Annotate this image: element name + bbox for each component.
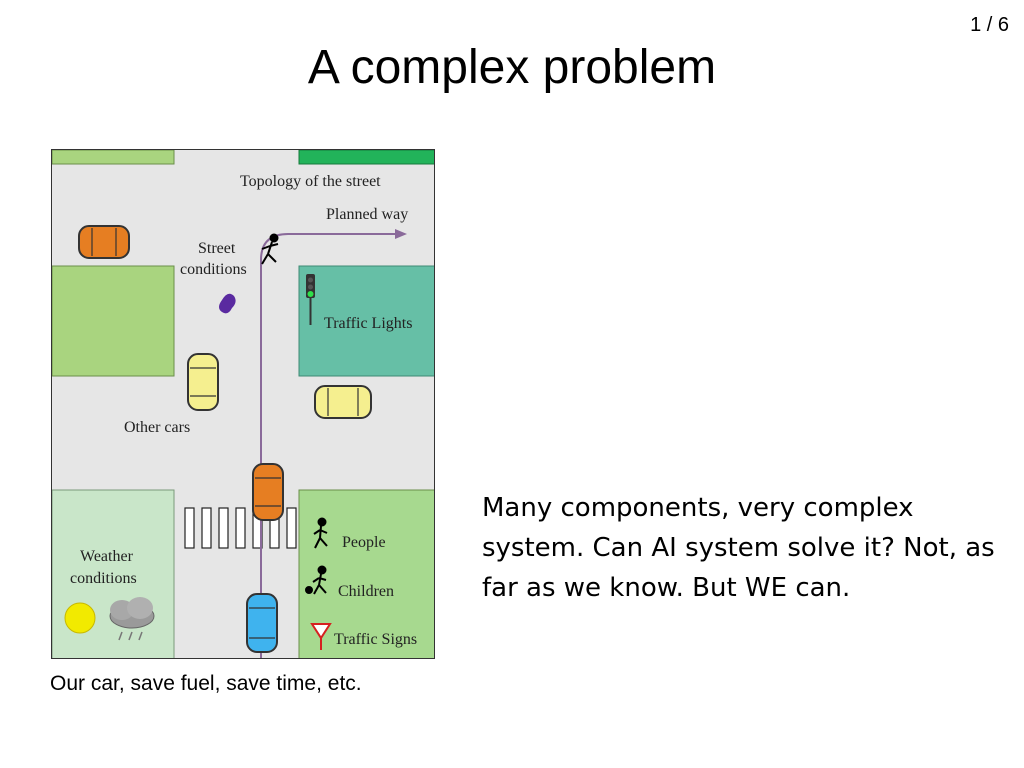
traffic-sign-icon <box>310 623 332 650</box>
sun-icon <box>64 602 96 634</box>
traffic-scene-figure: Topology of the street Planned way Stree… <box>51 149 435 659</box>
planned-path-line <box>260 233 402 658</box>
label-traffic-signs: Traffic Signs <box>334 631 417 648</box>
label-other-cars: Other cars <box>124 419 190 436</box>
top-right-block <box>298 150 434 165</box>
puddle-icon <box>219 293 236 314</box>
label-weather-line1: Weather <box>80 548 134 565</box>
orange-car-vertical <box>252 463 284 521</box>
page-number: 1 / 6 <box>970 14 1009 36</box>
slide-title: A complex problem <box>307 41 717 94</box>
label-traffic-lights: Traffic Lights <box>324 315 412 332</box>
blue-car-our-car <box>246 593 278 653</box>
traffic-scene-illustration: Topology of the street Planned way Stree… <box>52 150 434 658</box>
children-icon <box>305 565 327 595</box>
label-children: Children <box>338 583 394 600</box>
rain-cloud-icon <box>109 597 155 641</box>
planned-path-arrowhead <box>395 229 407 239</box>
orange-car-horizontal <box>78 225 130 259</box>
label-people: People <box>342 534 386 551</box>
yellow-car-horizontal <box>314 385 372 419</box>
figure-caption: Our car, save fuel, save time, etc. <box>50 672 362 695</box>
label-street-conditions-line1: Street <box>198 240 236 257</box>
top-left-block <box>52 150 175 165</box>
label-planned-way: Planned way <box>326 206 408 223</box>
yellow-car-vertical <box>187 353 219 411</box>
people-icon <box>313 517 328 549</box>
label-weather-line2: conditions <box>70 570 137 587</box>
label-street-conditions-line2: conditions <box>180 261 247 278</box>
traffic-lights-block <box>298 265 434 377</box>
body-text: Many components, very complex system. Ca… <box>482 493 995 603</box>
pedestrian-icon <box>261 233 279 265</box>
label-topology: Topology of the street <box>240 173 381 190</box>
traffic-light-icon <box>306 274 315 325</box>
left-middle-block <box>52 265 175 377</box>
